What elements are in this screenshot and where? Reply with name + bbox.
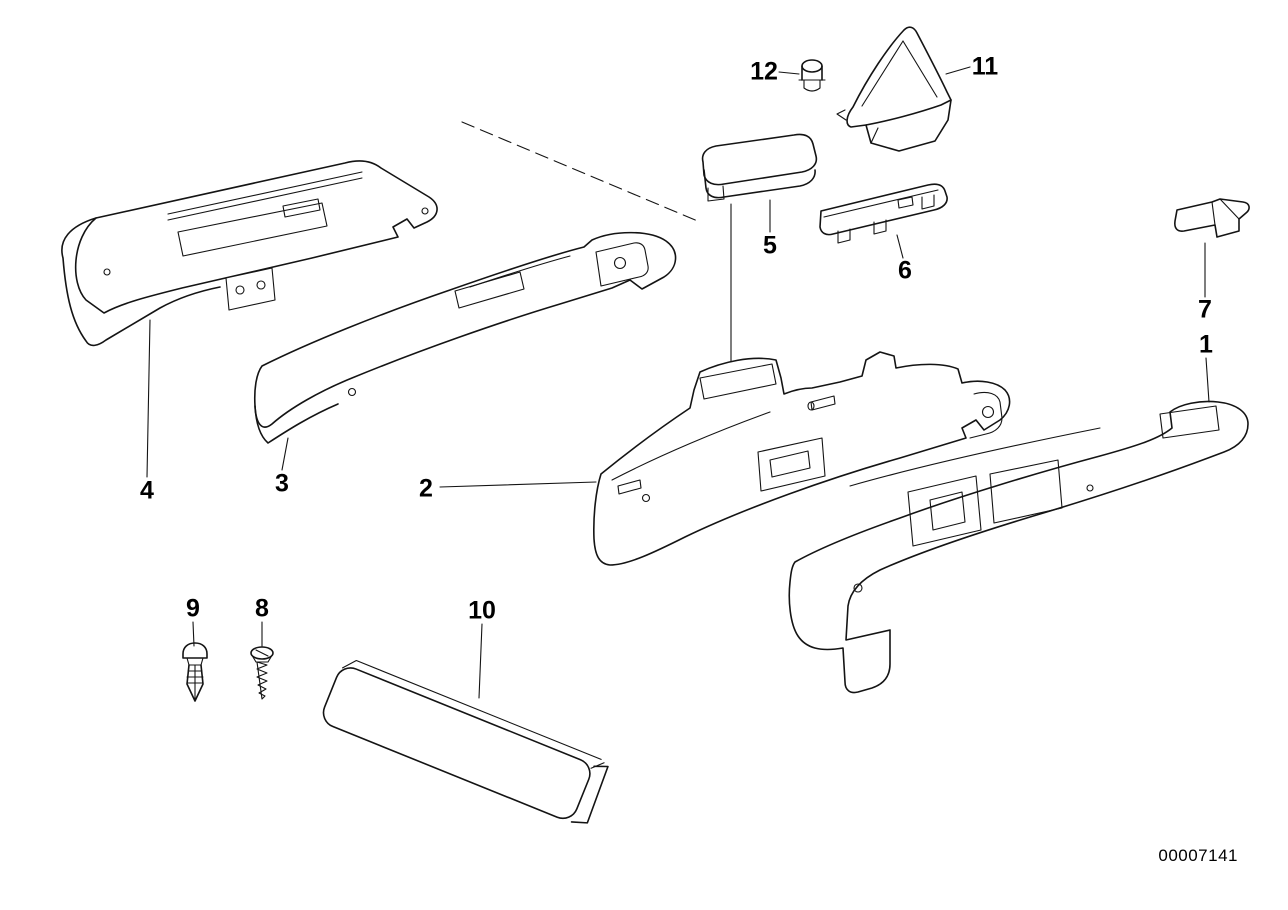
leader-line-11 — [945, 66, 971, 75]
part-5-drawing — [701, 133, 818, 202]
part-label-3[interactable]: 3 — [275, 469, 289, 498]
part-label-6[interactable]: 6 — [898, 256, 912, 285]
part-12-drawing — [798, 59, 826, 92]
leader-line-1 — [1205, 357, 1210, 403]
part-6-drawing — [819, 183, 948, 244]
part-label-8[interactable]: 8 — [255, 594, 269, 623]
part-9-drawing — [182, 642, 208, 702]
part-11-drawing — [836, 26, 952, 152]
leader-lines — [146, 66, 1210, 699]
leader-line-12 — [778, 71, 800, 75]
leader-line-9 — [192, 621, 195, 647]
part-label-10[interactable]: 10 — [468, 596, 496, 625]
diagram-reference-number: 00007141 — [1158, 846, 1238, 865]
part-label-4[interactable]: 4 — [140, 476, 154, 505]
leader-line-2 — [439, 481, 597, 488]
leader-line-10 — [478, 623, 483, 699]
part-3-drawing — [253, 231, 677, 444]
leader-line-4 — [146, 319, 151, 478]
part-label-5[interactable]: 5 — [763, 231, 777, 260]
part-10-drawing — [322, 659, 609, 824]
part-7-drawing — [1174, 198, 1250, 238]
part-label-9[interactable]: 9 — [186, 594, 200, 623]
part-2-drawing — [593, 351, 1011, 566]
part-label-11[interactable]: 11 — [971, 52, 999, 81]
assembly-dash-line — [461, 121, 701, 223]
part-4-drawing — [61, 160, 438, 347]
part-8-drawing — [250, 646, 274, 700]
leader-line-6 — [896, 234, 904, 259]
part-label-2[interactable]: 2 — [419, 474, 433, 503]
part-label-12[interactable]: 12 — [750, 57, 778, 86]
leader-line-3 — [281, 437, 289, 471]
part-label-1[interactable]: 1 — [1199, 330, 1213, 359]
part-1-drawing — [788, 400, 1249, 694]
part-label-7[interactable]: 7 — [1198, 295, 1212, 324]
